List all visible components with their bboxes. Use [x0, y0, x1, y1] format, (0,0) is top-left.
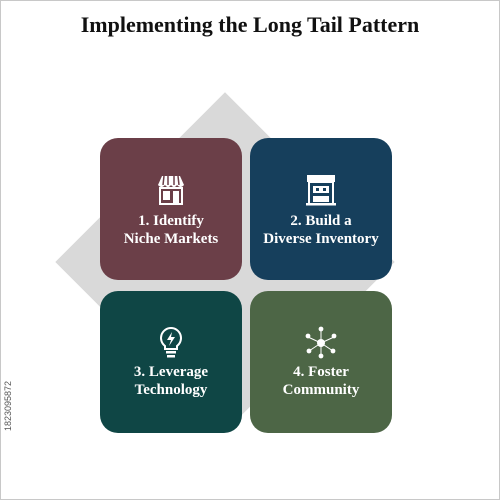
tile-label: 3. Leverage Technology	[100, 363, 242, 399]
tile-label-line2: Niche Markets	[123, 231, 219, 247]
tile-label-line2: Technology	[134, 382, 208, 398]
tile-label-line1: 4. Foster	[293, 364, 349, 380]
tile-label: 4. Foster Community	[250, 363, 392, 399]
tile-leverage-technology: 3. Leverage Technology	[100, 291, 242, 433]
tile-label-line1: 2. Build a	[290, 213, 352, 229]
tile-label: 2. Build a Diverse Inventory	[250, 212, 392, 248]
page-title: Implementing the Long Tail Pattern	[80, 12, 420, 37]
lightbulb-icon	[100, 326, 242, 364]
tile-identify-niche-markets: 1. Identify Niche Markets	[100, 138, 242, 280]
storefront-icon	[100, 173, 242, 211]
tile-label: 1. Identify Niche Markets	[100, 212, 242, 248]
tile-build-diverse-inventory: 2. Build a Diverse Inventory	[250, 138, 392, 280]
tile-foster-community: 4. Foster Community	[250, 291, 392, 433]
tile-label-line2: Diverse Inventory	[263, 231, 379, 247]
tile-label-line2: Community	[282, 382, 360, 398]
tile-label-line1: 3. Leverage	[133, 364, 209, 380]
tile-label-line1: 1. Identify	[138, 213, 204, 229]
community-network-icon	[250, 326, 392, 364]
shop-counter-icon	[250, 173, 392, 211]
watermark-id: 1823095872	[3, 380, 13, 432]
